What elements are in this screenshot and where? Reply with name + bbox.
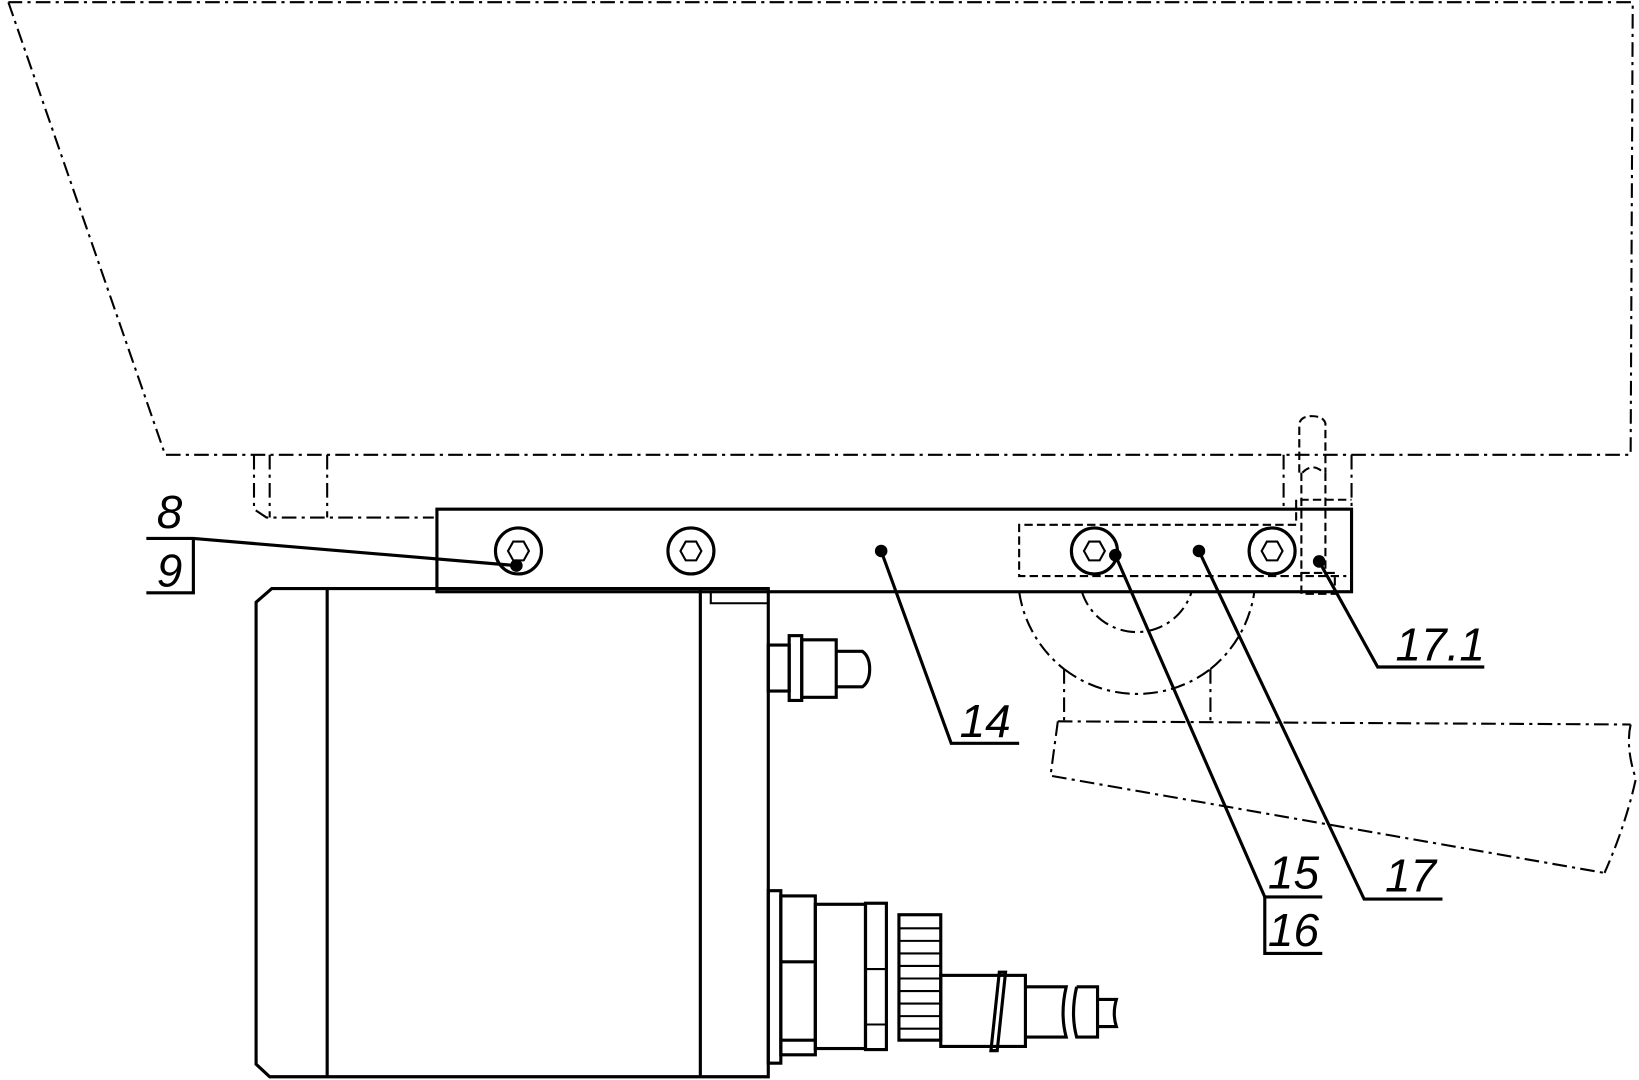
callout-15: 15 <box>1268 847 1320 899</box>
hex-socket-screw <box>1247 526 1297 576</box>
callout-17-1: 17.1 <box>1395 619 1485 671</box>
callout-8: 8 <box>157 486 183 538</box>
lower-phantom-part <box>1018 591 1637 874</box>
cable-connector <box>766 889 1119 1065</box>
leader-lines <box>146 536 1485 955</box>
callout-16: 16 <box>1268 904 1320 956</box>
callout-9: 9 <box>157 545 183 597</box>
hex-socket-screw <box>1069 526 1119 576</box>
callout-17: 17 <box>1385 850 1438 902</box>
callout-14: 14 <box>960 695 1011 747</box>
screw-heads <box>493 526 1297 576</box>
hex-socket-screw <box>666 526 716 576</box>
housing-phantom-outline <box>7 1 1634 521</box>
pin-17-1 <box>1298 415 1336 595</box>
bracket-14 <box>435 507 1354 594</box>
proximity-sensor <box>766 634 872 703</box>
motor-body <box>254 587 770 1079</box>
